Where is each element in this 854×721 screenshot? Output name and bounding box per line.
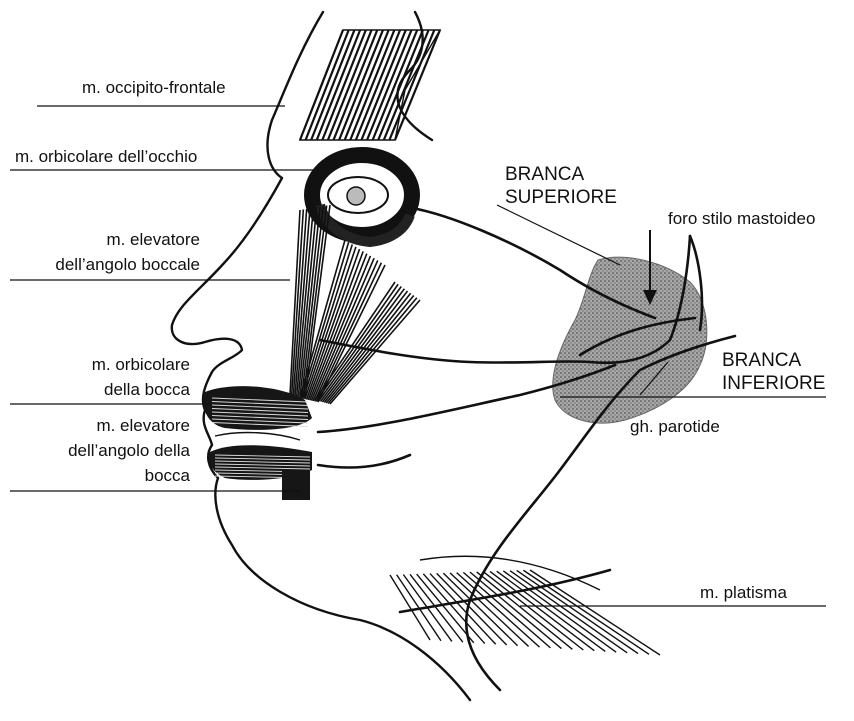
label-elevatore-bocca-line3: bocca bbox=[145, 466, 191, 485]
label-foro-stilo-mastoideo: foro stilo mastoideo bbox=[668, 209, 815, 228]
label-elevatore-boccale-line1: m. elevatore bbox=[106, 230, 200, 249]
label-branca-inferiore-line2: INFERIORE bbox=[722, 373, 825, 394]
label-elevatore-bocca-line1: m. elevatore bbox=[96, 416, 190, 435]
label-m-platisma: m. platisma bbox=[700, 583, 787, 602]
hatch-stroke bbox=[345, 30, 389, 140]
hatch-stroke bbox=[510, 571, 627, 653]
hatch-stroke bbox=[306, 30, 349, 140]
hatch-stroke bbox=[378, 30, 423, 140]
label-gh-parotide: gh. parotide bbox=[630, 417, 720, 436]
label-orbicolare-occhio: m. orbicolare dell’occhio bbox=[15, 147, 197, 166]
parotid-gland bbox=[553, 257, 707, 423]
label-branca-inferiore-line1: BRANCA bbox=[722, 350, 802, 371]
label-elevatore-boccale-line2: dell’angolo boccale bbox=[55, 255, 200, 274]
platysma-muscle bbox=[390, 570, 660, 655]
label-occipito-frontale: m. occipito-frontale bbox=[82, 78, 226, 97]
hatch-stroke bbox=[328, 30, 372, 140]
eye-icon bbox=[347, 187, 365, 205]
occipito-frontale-muscle bbox=[300, 30, 440, 140]
orbicularis-oris-muscle bbox=[204, 386, 312, 500]
hatch-stroke bbox=[356, 30, 400, 140]
label-branca-superiore-line2: SUPERIORE bbox=[505, 187, 617, 208]
hatch-stroke bbox=[334, 30, 378, 140]
hatch-stroke bbox=[339, 30, 383, 140]
jawline-contour bbox=[420, 556, 600, 590]
hatch-stroke bbox=[350, 30, 394, 140]
label-branca-superiore-line1: BRANCA bbox=[505, 164, 585, 185]
hatch-stroke bbox=[300, 30, 343, 140]
hatch-stroke bbox=[322, 30, 365, 140]
hatch-stroke bbox=[317, 30, 360, 140]
hatch-stroke bbox=[470, 572, 561, 648]
hatch-stroke bbox=[367, 30, 411, 140]
label-orbicolare-bocca-line2: della bocca bbox=[104, 380, 191, 399]
label-elevatore-bocca-line2: dell’angolo della bbox=[68, 441, 190, 460]
hatch-stroke bbox=[395, 30, 440, 140]
hatch-stroke bbox=[311, 30, 354, 140]
label-orbicolare-bocca-line1: m. orbicolare bbox=[92, 355, 190, 374]
hatch-stroke bbox=[530, 570, 660, 655]
hatch-stroke bbox=[384, 30, 429, 140]
hatch-stroke bbox=[450, 573, 529, 647]
